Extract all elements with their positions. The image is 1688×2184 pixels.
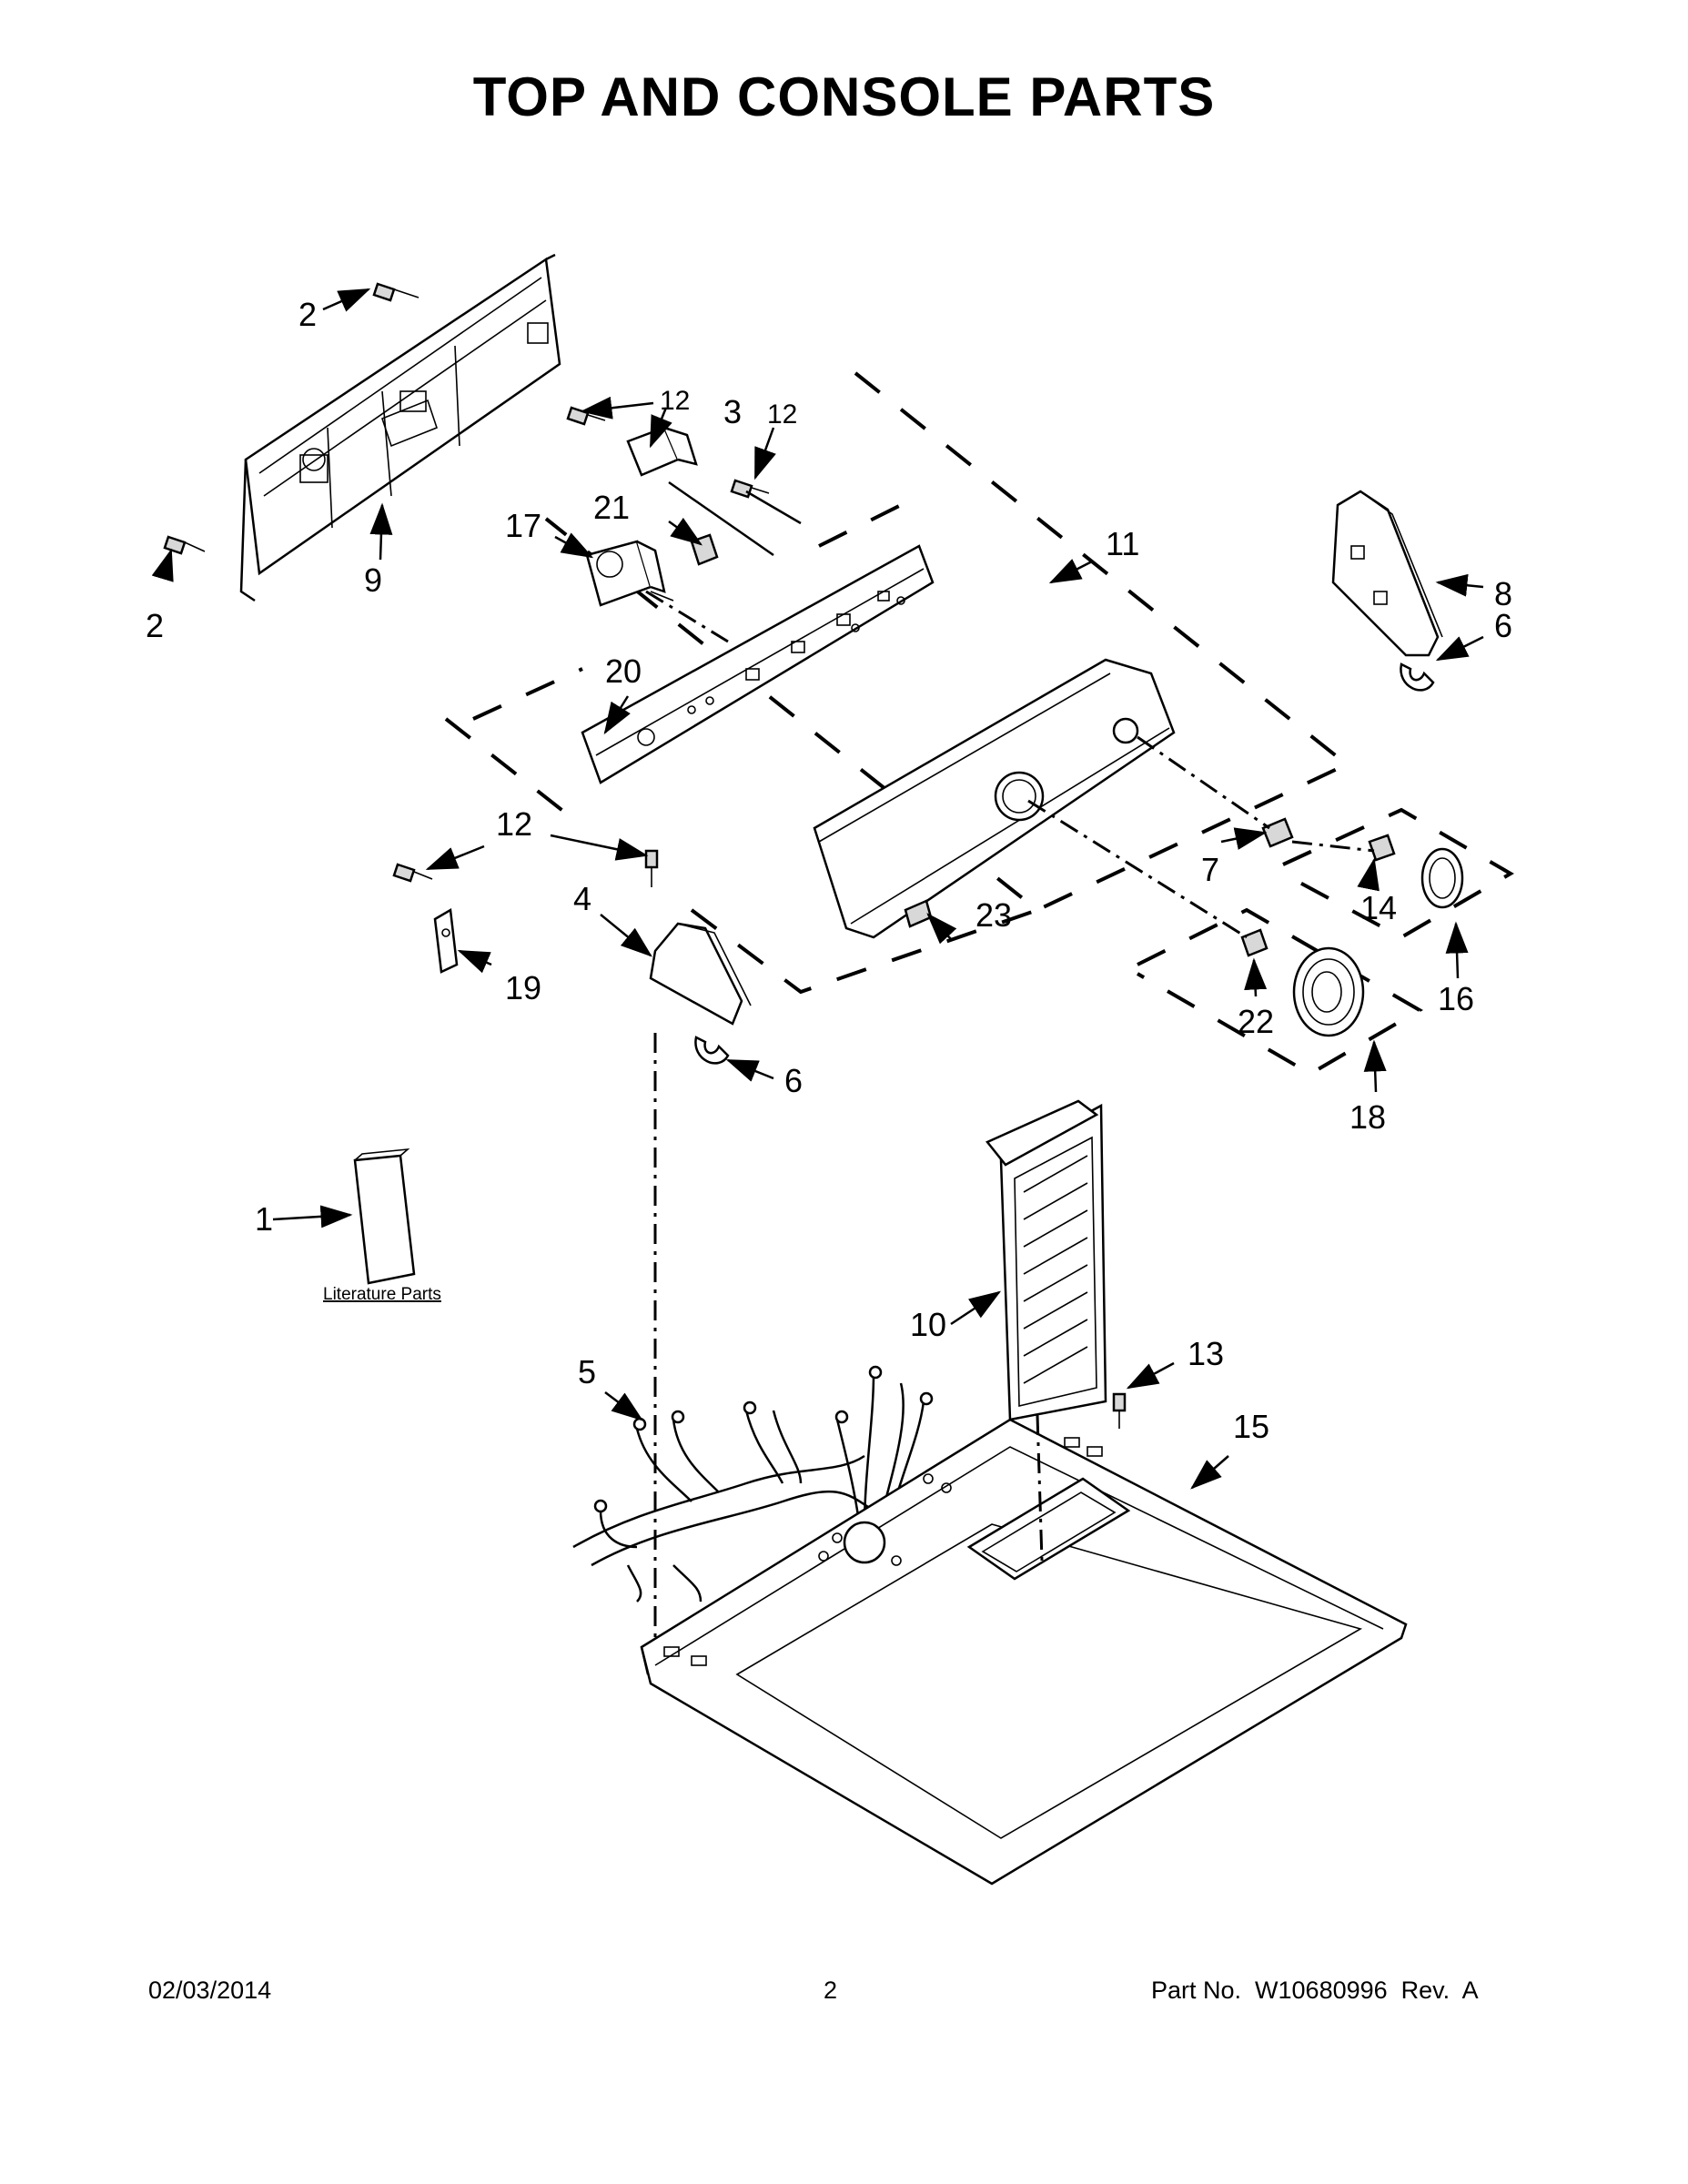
callout-21: 20 bbox=[605, 652, 642, 690]
callout-8: 8 bbox=[1494, 575, 1512, 612]
console bbox=[813, 658, 1176, 939]
callout-9: 9 bbox=[364, 561, 382, 599]
callout-12: 12 bbox=[496, 805, 532, 843]
callout-17: 17 bbox=[505, 507, 541, 544]
screw-2-top bbox=[372, 282, 419, 302]
console-rear-panel bbox=[239, 253, 561, 602]
clip-6-right bbox=[1400, 662, 1435, 692]
callout-14: 14 bbox=[1360, 889, 1397, 926]
callout-12: 12 bbox=[767, 399, 797, 430]
timer bbox=[585, 540, 674, 607]
callout-5: 5 bbox=[578, 1353, 596, 1390]
callout-18: 18 bbox=[1349, 1098, 1386, 1136]
callout-13: 13 bbox=[1188, 1335, 1224, 1372]
callout-2: 2 bbox=[298, 296, 317, 333]
callout-6: 6 bbox=[1494, 607, 1512, 644]
push-switch bbox=[626, 426, 698, 477]
screw-12-d bbox=[392, 863, 433, 883]
callout-labels: 2 2 9 12 3 12 21 17 20 11 8 6 12 4 19 7 … bbox=[146, 296, 1512, 1445]
end-cap-right bbox=[1331, 490, 1443, 657]
callout-10: 10 bbox=[910, 1306, 946, 1343]
callout-22: 21 bbox=[593, 489, 630, 526]
callout-11: 11 bbox=[1106, 525, 1139, 562]
callout-3: 3 bbox=[723, 393, 742, 430]
assembly-outline-11 bbox=[444, 371, 1350, 995]
thermistor bbox=[433, 907, 459, 974]
bushing-14 bbox=[1368, 834, 1396, 862]
alignment-lines bbox=[645, 480, 1375, 1638]
callout-1: 1 bbox=[255, 1200, 273, 1238]
screw-12-c bbox=[644, 849, 659, 887]
leader-arrows bbox=[151, 288, 1484, 1490]
callout-4: 4 bbox=[573, 880, 591, 917]
callout-12: 12 bbox=[660, 386, 690, 416]
callout-20: 22 bbox=[1238, 1003, 1274, 1040]
footer-page-number: 2 bbox=[824, 1977, 838, 2004]
timer-knob bbox=[1420, 847, 1464, 909]
callout-2: 2 bbox=[146, 607, 164, 644]
assembly-outline-16 bbox=[1282, 807, 1514, 940]
page-title: TOP AND CONSOLE PARTS bbox=[472, 66, 1216, 127]
literature-parts-label: Literature Parts bbox=[323, 1285, 441, 1304]
dryer-top bbox=[640, 1418, 1408, 1886]
assembly-outline-18 bbox=[1136, 907, 1423, 1077]
clip-6-left bbox=[694, 1036, 730, 1065]
screw-13 bbox=[1112, 1392, 1127, 1429]
footer-date: 02/03/2014 bbox=[148, 1977, 272, 2004]
literature-booklet bbox=[353, 1148, 416, 1285]
callout-19: 19 bbox=[505, 969, 541, 1006]
connector-20 bbox=[1240, 928, 1269, 957]
callout-15: 15 bbox=[1233, 1408, 1269, 1445]
callout-6: 6 bbox=[784, 1062, 803, 1099]
end-cap-left bbox=[649, 922, 752, 1026]
console-bracket bbox=[581, 544, 935, 784]
callout-16: 16 bbox=[1438, 980, 1474, 1017]
bushing-7 bbox=[1261, 817, 1294, 848]
knob-assembly bbox=[1292, 946, 1365, 1037]
callout-23: 23 bbox=[975, 896, 1012, 934]
callout-7: 7 bbox=[1201, 851, 1219, 888]
footer-part-number: Part No. W10680996 Rev. A bbox=[1151, 1977, 1479, 2004]
lint-screen bbox=[986, 1099, 1107, 1421]
